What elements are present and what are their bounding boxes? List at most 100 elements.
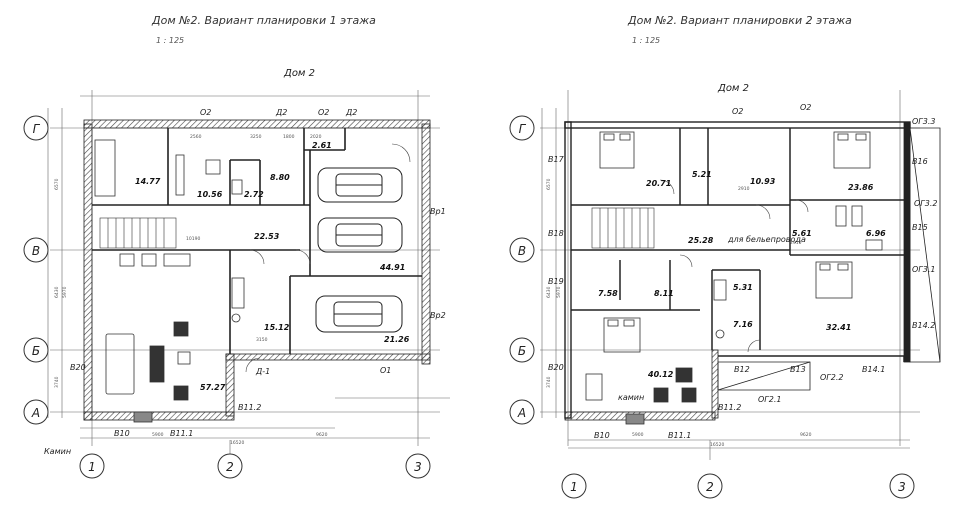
wall-mark: В20 (548, 363, 564, 372)
wall-mark: В17 (548, 155, 565, 164)
right-plan-title: Дом №2. Вариант планировки 2 этажа (628, 14, 852, 27)
room-area: 5.31 (733, 283, 753, 292)
dimension-value: 2910 (738, 186, 750, 192)
axis-label: 2 (226, 460, 234, 474)
wall-mark: В19 (548, 277, 564, 286)
wall-mark: В16 (912, 157, 928, 166)
right-furniture (585, 131, 883, 425)
wall-mark: В15 (912, 223, 928, 232)
dimension-value: 1800 (283, 134, 295, 140)
axis-marker (217, 453, 243, 479)
left-interior-walls (92, 128, 422, 354)
car-icon (317, 167, 403, 203)
axis-label: Б (32, 344, 40, 358)
railing-mark: ОГ3.1 (912, 265, 935, 274)
room-area: 21.26 (384, 335, 410, 344)
left-floor-plan: Г В Б А 1 2 3 14.77 10.56 2.72 8.80 2.61… (23, 90, 450, 479)
left-outer-walls (83, 119, 431, 421)
room-area: 22.53 (254, 232, 280, 241)
bed-icon (94, 139, 116, 197)
right-axis-markers (509, 115, 915, 499)
dimension-value: 6570 (546, 178, 552, 190)
railing-mark: ОГ3.2 (914, 199, 937, 208)
wall-mark: В18 (548, 229, 564, 238)
railing-mark: ОГ2.1 (758, 395, 781, 404)
fireplace-icon (133, 411, 153, 423)
wall-mark: В10 (114, 429, 130, 438)
dimension-value: 5970 (556, 286, 562, 298)
room-area: 5.21 (692, 170, 712, 179)
dimension-value: 5970 (62, 286, 68, 298)
axis-label: Г (33, 122, 41, 136)
left-plan-title: Дом №2. Вариант планировки 1 этажа (152, 14, 376, 27)
left-room-areas: 14.77 10.56 2.72 8.80 2.61 22.53 44.91 1… (135, 141, 410, 392)
dimension-value: 3740 (54, 376, 60, 388)
car-icon (315, 295, 403, 333)
axis-marker (509, 399, 535, 425)
right-staircase (591, 207, 655, 249)
dimension-value: 5900 (152, 432, 164, 438)
room-area: 57.27 (200, 383, 226, 392)
dimension-value: 2910 (790, 240, 802, 246)
axis-marker (23, 115, 49, 141)
gate-mark: Вр2 (430, 311, 446, 320)
right-room-areas: 20.71 5.21 10.93 23.86 25.28 5.61 6.96 7… (598, 170, 886, 379)
dimension-value: 3740 (546, 376, 552, 388)
bed-icon (815, 261, 853, 299)
dimension-value: 5900 (632, 432, 644, 438)
axis-label: 3 (898, 480, 906, 494)
dining-table-icon (105, 333, 135, 395)
right-outer-walls (564, 121, 911, 421)
right-balconies (717, 127, 941, 391)
left-element-marks: О2 Д2 О2 Д2 Вр1 Вр2 В20 В11.2 Д-1 О1 В10… (44, 108, 446, 456)
left-door-swings (245, 143, 411, 373)
axis-marker (509, 337, 535, 363)
axis-marker (889, 473, 915, 499)
garage-cars (315, 167, 403, 333)
fireplace-icon (625, 413, 645, 425)
right-house-label: Дом 2 (718, 83, 750, 94)
left-dimension-text: 2560 3250 1800 2020 6570 10190 6430 5970… (54, 134, 328, 446)
wall-mark: В10 (594, 431, 610, 440)
dimension-value: 6430 (546, 286, 552, 298)
dimension-value: 9620 (800, 432, 812, 438)
railing-mark: ОГ3.3 (912, 117, 935, 126)
window-mark: О1 (380, 366, 391, 375)
axis-marker (509, 115, 535, 141)
room-area: 40.12 (647, 370, 674, 379)
right-plan-scale: 1 : 125 (632, 36, 661, 45)
axis-label: Б (518, 344, 526, 358)
bed-icon (833, 131, 871, 169)
right-element-marks: О2 О2 ОГ3.3 В16 ОГ3.2 В15 ОГ3.1 В14.2 В1… (548, 103, 937, 440)
wall-mark: В13 (790, 365, 806, 374)
room-area: 14.77 (135, 177, 161, 186)
room-area: 7.16 (733, 320, 753, 329)
right-floor-plan: Г В Б А 1 2 3 20.71 5.21 10.93 23.86 25.… (509, 90, 941, 499)
axis-marker (405, 453, 431, 479)
dimension-value: 3150 (256, 337, 268, 343)
railing-mark: ОГ2.2 (820, 373, 843, 382)
right-axis-labels: Г В Б А 1 2 3 (517, 122, 906, 494)
door-mark: Д2 (275, 108, 287, 117)
left-house-label: Дом 2 (284, 68, 316, 79)
room-area: 44.91 (379, 263, 405, 272)
desk-icon (585, 373, 603, 401)
laundry-chute-label: для бельепровода (727, 235, 806, 244)
axis-label: 3 (414, 460, 422, 474)
window-mark: О2 (732, 107, 743, 116)
dimension-value: 2560 (190, 134, 202, 140)
bed-icon (603, 317, 641, 353)
right-interior-walls (571, 128, 905, 362)
dimension-value: 16520 (230, 440, 244, 446)
window-mark: О2 (200, 108, 211, 117)
fireplace-label: камин (618, 393, 644, 402)
room-area: 10.56 (197, 190, 223, 199)
wall-mark: В11.1 (170, 429, 193, 438)
room-area: 8.80 (270, 173, 290, 182)
room-area: 20.71 (646, 179, 671, 188)
axis-marker (697, 473, 723, 499)
door-mark: Д2 (345, 108, 357, 117)
dimension-value: 10190 (186, 236, 200, 242)
